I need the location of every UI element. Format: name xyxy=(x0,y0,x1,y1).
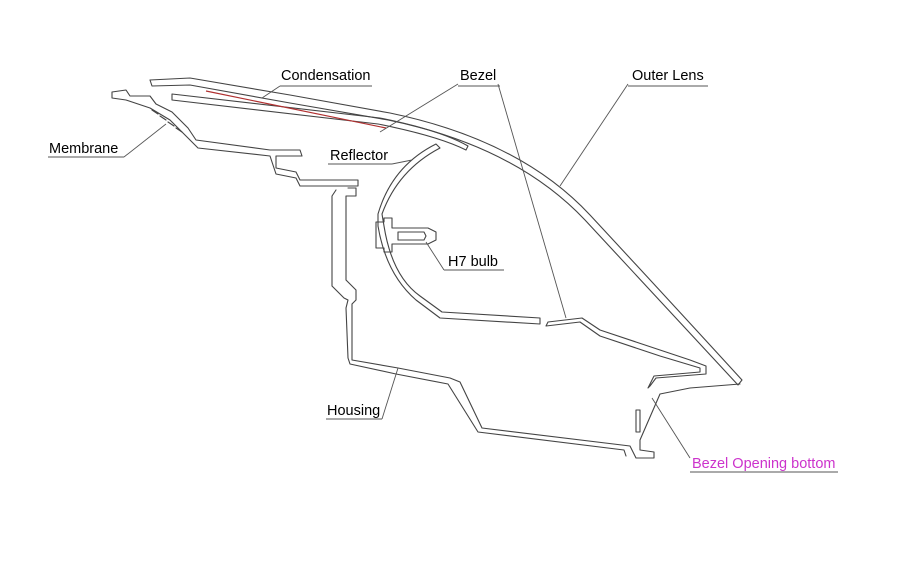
bezel-opening-bottom-label: Bezel Opening bottom xyxy=(692,456,835,472)
bezel-leader-2 xyxy=(497,83,567,319)
housing-label: Housing xyxy=(327,403,380,419)
bezel-leader-1 xyxy=(379,83,459,133)
outer-lens-shape xyxy=(149,77,743,386)
lower-lens-shape xyxy=(545,317,707,389)
h7-bulb-leader xyxy=(425,241,445,271)
h7-bulb-shape xyxy=(375,217,437,253)
reflector-label: Reflector xyxy=(330,148,388,164)
membrane-detail xyxy=(151,109,183,133)
bezel-opening-bottom-leader xyxy=(651,397,691,459)
membrane-leader xyxy=(123,123,167,158)
condensation-label: Condensation xyxy=(281,68,371,84)
reflector-leader xyxy=(391,159,413,165)
reflector-shape xyxy=(377,143,541,325)
outer-lens-label: Outer Lens xyxy=(632,68,704,84)
bezel-opening-bottom-detail xyxy=(635,409,641,433)
housing-shape xyxy=(331,187,741,459)
bezel-shape xyxy=(171,93,469,151)
bezel-label: Bezel xyxy=(460,68,496,84)
condensation-leader xyxy=(261,85,281,99)
condensation-line xyxy=(205,90,387,129)
membrane-label: Membrane xyxy=(49,141,118,157)
h7-bulb-label: H7 bulb xyxy=(448,254,498,270)
upper-housing-outline xyxy=(111,89,359,187)
housing-leader xyxy=(381,367,399,420)
outer-lens-leader xyxy=(559,83,629,187)
